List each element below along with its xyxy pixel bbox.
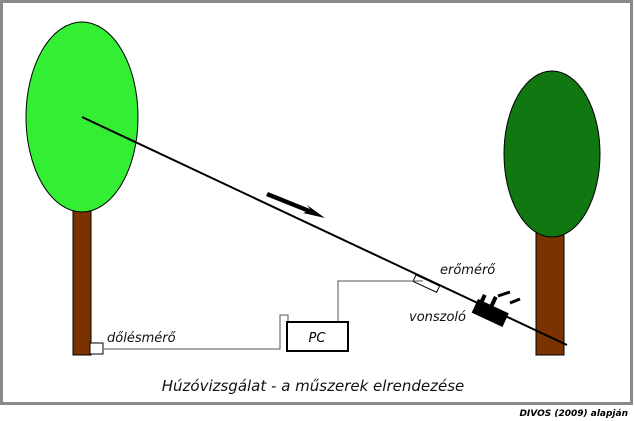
force-meter-sensor — [412, 274, 441, 293]
pc-label: PC — [309, 331, 327, 346]
source-credit: DIVOS (2009) alapján — [519, 409, 628, 419]
puller-label: vonszoló — [409, 310, 466, 325]
right-tree-trunk — [535, 229, 565, 356]
inclinometer-sensor — [89, 342, 104, 355]
right-tree — [503, 70, 601, 356]
puller-device — [471, 290, 521, 327]
force-meter-label: erőmérő — [440, 263, 496, 278]
inclinometer-wire — [104, 314, 289, 350]
inclinometer-label: dőlésmérő — [107, 331, 177, 346]
right-tree-crown — [503, 70, 601, 238]
pull-direction-arrow — [266, 192, 325, 218]
pc-box — [286, 321, 349, 352]
diagram-caption: Húzóvizsgálat - a műszerek elrendezése — [162, 377, 465, 395]
force-meter-wire — [337, 280, 423, 322]
left-tree-trunk — [72, 204, 92, 356]
